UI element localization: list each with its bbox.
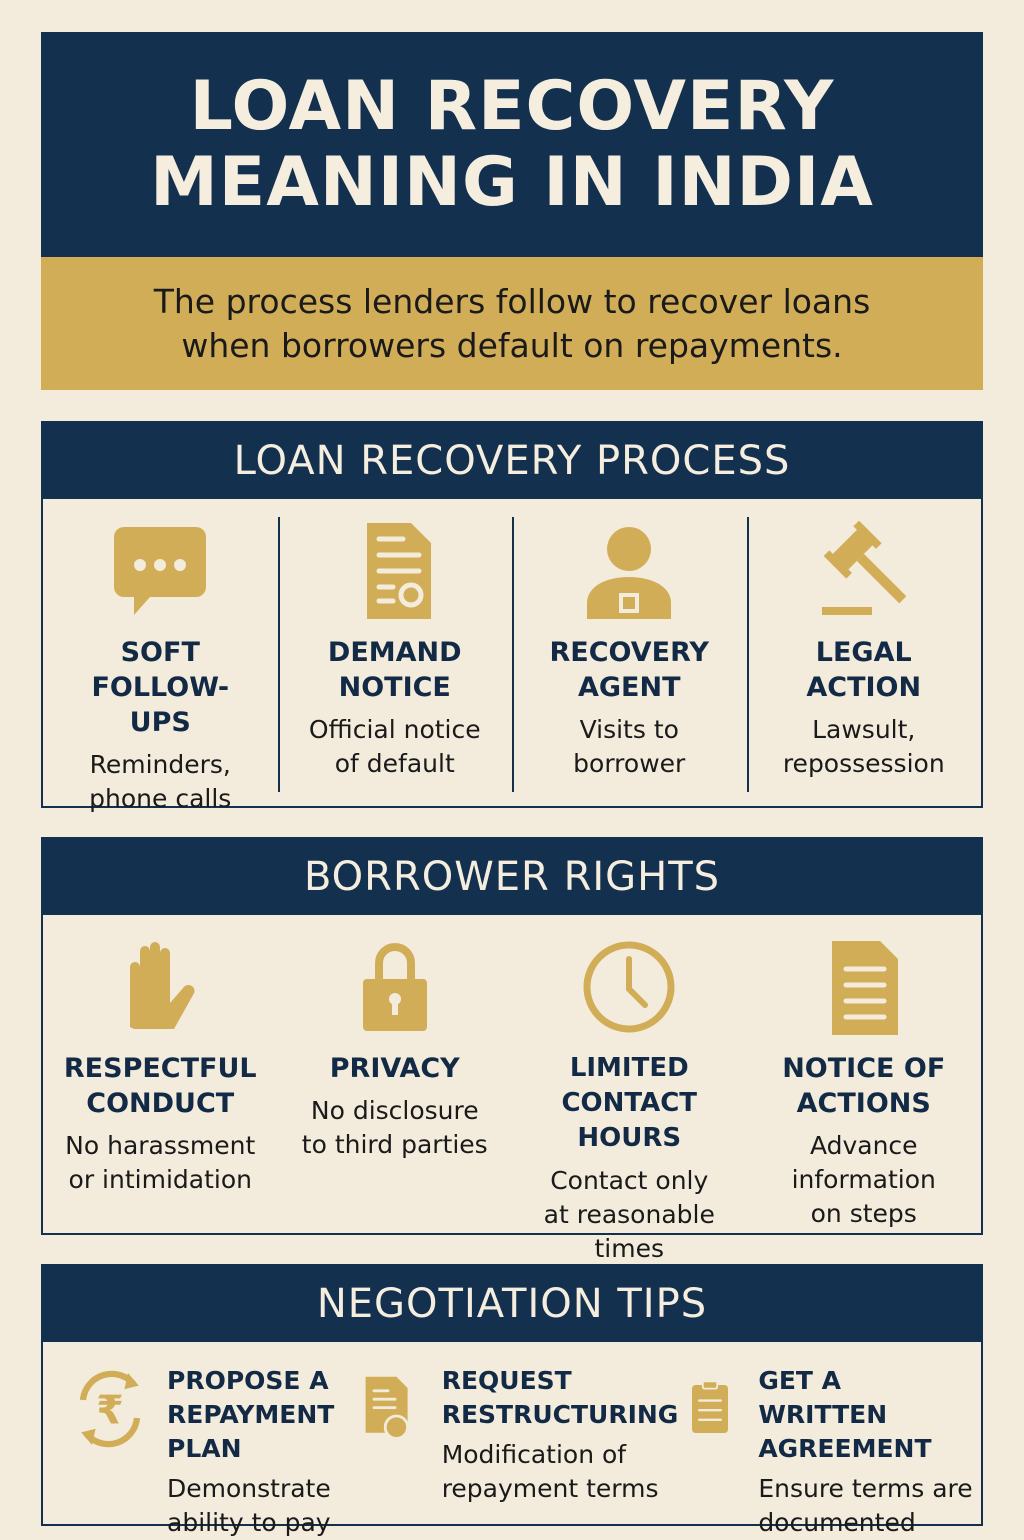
tips-section: NEGOTIATION TIPS ₹ PROPOSE A REPAYMENT P… xyxy=(41,1264,983,1537)
right-item: PRIVACY No disclosure to third parties xyxy=(278,915,513,1233)
chat-bubble-icon xyxy=(114,527,207,615)
subtitle: The process lenders follow to recover lo… xyxy=(153,281,871,365)
svg-text:₹: ₹ xyxy=(96,1387,124,1433)
subtitle-band: The process lenders follow to recover lo… xyxy=(41,257,983,390)
title-banner: LOAN RECOVERY MEANING IN INDIA xyxy=(41,32,983,257)
padlock-icon xyxy=(362,943,427,1031)
process-step: DEMAND NOTICE Official notice of default xyxy=(277,499,513,806)
agent-person-icon xyxy=(587,527,672,619)
rights-section: BORROWER RIGHTS RESPECTFUL CONDUCT No ha… xyxy=(41,837,983,1263)
process-heading: LOAN RECOVERY PROCESS xyxy=(43,423,981,499)
right-item: LIMITED CONTACT HOURS Contact only at re… xyxy=(512,915,747,1263)
page-title: LOAN RECOVERY MEANING IN INDIA xyxy=(150,66,874,222)
process-step: LEGAL ACTION Lawsult, repossession xyxy=(746,499,982,806)
process-step: RECOVERY AGENT Visits to borrower xyxy=(512,499,747,806)
hand-stop-icon xyxy=(130,942,195,1029)
right-item: NOTICE OF ACTIONS Advance information on… xyxy=(747,915,982,1233)
document-coin-icon xyxy=(365,1376,409,1440)
rights-heading: BORROWER RIGHTS xyxy=(43,839,981,915)
certificate-document-icon xyxy=(366,523,431,619)
clipboard-icon xyxy=(692,1380,729,1433)
rupee-cycle-icon: ₹ xyxy=(79,1370,141,1448)
document-icon xyxy=(831,941,898,1035)
gavel-icon xyxy=(821,521,907,615)
process-section: LOAN RECOVERY PROCESS SOFT FOLLOW-UPS Re… xyxy=(41,421,983,813)
tips-heading: NEGOTIATION TIPS xyxy=(43,1266,981,1342)
right-item: RESPECTFUL CONDUCT No harassment or inti… xyxy=(43,915,278,1233)
clock-icon xyxy=(583,941,675,1033)
process-step: SOFT FOLLOW-UPS Reminders, phone calls xyxy=(43,499,278,813)
